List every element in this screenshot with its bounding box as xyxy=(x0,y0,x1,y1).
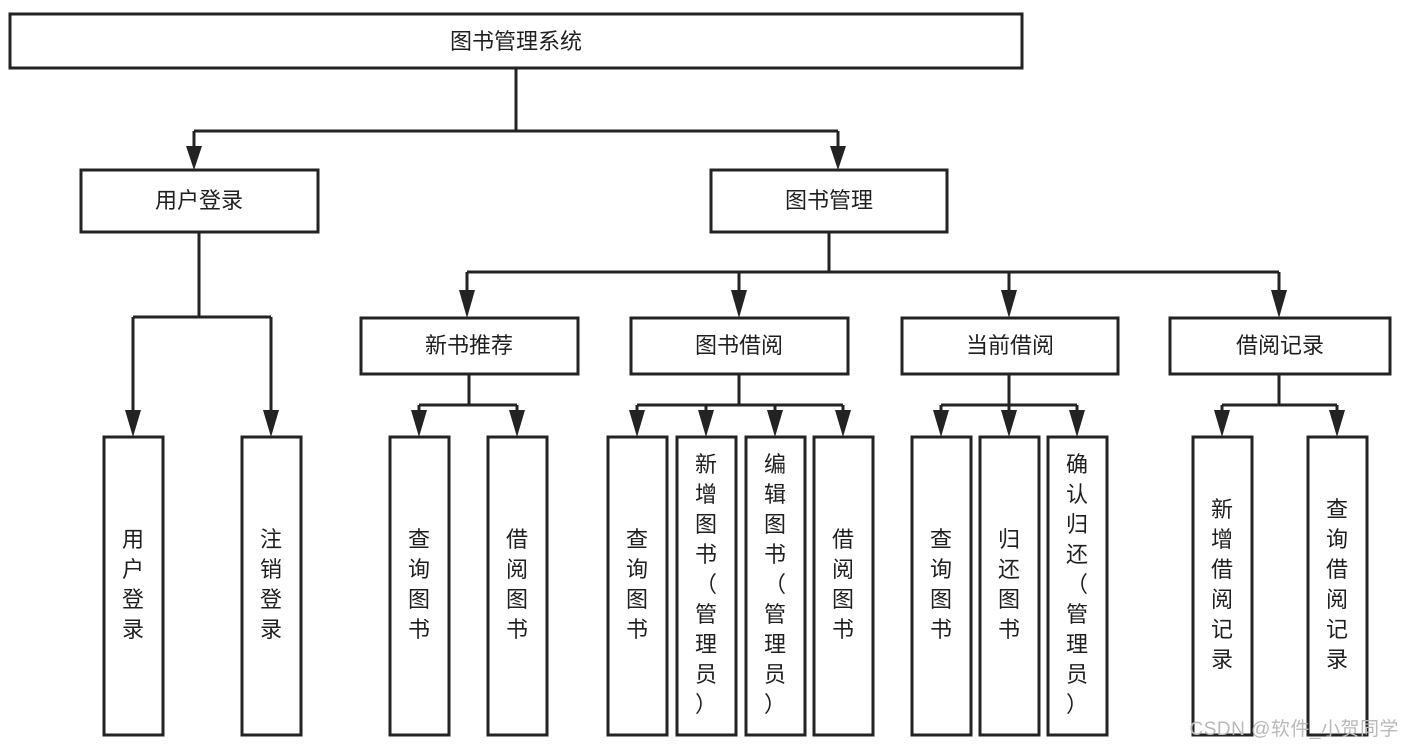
node-borrow-record-label: 借阅记录 xyxy=(1236,333,1324,358)
node-borrow-record[interactable]: 借阅记录 xyxy=(1168,316,1392,376)
node-leaf-query-book-1-label: 查询图书 xyxy=(408,527,430,642)
connector-bookborrow-to-leaves xyxy=(629,374,851,437)
node-new-book-recommend[interactable]: 新书推荐 xyxy=(359,316,580,376)
node-leaf-confirm-return-label: 确认归还（管理员） xyxy=(1066,452,1088,717)
node-book-management-label: 图书管理 xyxy=(785,188,873,213)
node-leaf-query-book-2-label: 查询图书 xyxy=(626,527,648,642)
node-leaf-user-login[interactable]: 用户登录 xyxy=(102,435,165,737)
node-book-borrow-label: 图书借阅 xyxy=(695,333,783,358)
node-user-login[interactable]: 用户登录 xyxy=(79,168,320,234)
connector-newbook-to-leaves xyxy=(411,374,525,437)
node-leaf-query-record-label: 查询借阅记录 xyxy=(1326,497,1348,672)
node-leaf-query-book-3-label: 查询图书 xyxy=(930,527,952,642)
node-leaf-edit-book[interactable]: 编辑图书（管理员） xyxy=(744,435,807,737)
connector-userlogin-to-leaves xyxy=(125,232,279,437)
node-leaf-add-record-label: 新增借阅记录 xyxy=(1211,497,1233,672)
node-current-borrow[interactable]: 当前借阅 xyxy=(900,316,1120,376)
node-leaf-return-book[interactable]: 归还图书 xyxy=(978,435,1041,737)
node-leaf-confirm-return[interactable]: 确认归还（管理员） xyxy=(1046,435,1109,737)
node-leaf-logout-login[interactable]: 注销登录 xyxy=(240,435,303,737)
node-root[interactable]: 图书管理系统 xyxy=(8,12,1024,70)
node-leaf-borrow-book-1[interactable]: 借阅图书 xyxy=(486,435,549,737)
node-book-management[interactable]: 图书管理 xyxy=(709,168,949,234)
node-book-borrow[interactable]: 图书借阅 xyxy=(629,316,850,376)
node-leaf-add-record[interactable]: 新增借阅记录 xyxy=(1191,435,1254,737)
connector-bookmgmt-to-level3 xyxy=(459,232,1287,318)
node-user-login-label: 用户登录 xyxy=(155,188,243,213)
node-current-borrow-label: 当前借阅 xyxy=(966,333,1054,358)
node-leaf-add-book-label: 新增图书（管理员） xyxy=(695,452,717,717)
node-leaf-add-book[interactable]: 新增图书（管理员） xyxy=(675,435,738,737)
node-leaf-query-book-2[interactable]: 查询图书 xyxy=(606,435,669,737)
node-leaf-borrow-book-1-label: 借阅图书 xyxy=(506,527,528,642)
node-leaf-logout-login-label: 注销登录 xyxy=(260,527,282,642)
node-root-label: 图书管理系统 xyxy=(450,29,582,54)
node-leaf-user-login-label: 用户登录 xyxy=(122,527,144,642)
node-leaf-borrow-book-2[interactable]: 借阅图书 xyxy=(812,435,875,737)
node-leaf-query-book-1[interactable]: 查询图书 xyxy=(388,435,451,737)
node-new-book-recommend-label: 新书推荐 xyxy=(425,333,513,358)
node-leaf-edit-book-label: 编辑图书（管理员） xyxy=(764,452,786,717)
connector-root-to-level2 xyxy=(186,68,846,170)
node-leaf-borrow-book-2-label: 借阅图书 xyxy=(832,527,854,642)
node-leaf-query-book-3[interactable]: 查询图书 xyxy=(910,435,973,737)
connector-borrowrecord-to-leaves xyxy=(1214,374,1345,437)
connector-currentborrow-to-leaves xyxy=(933,374,1085,437)
node-leaf-query-record[interactable]: 查询借阅记录 xyxy=(1306,435,1369,737)
node-leaf-return-book-label: 归还图书 xyxy=(998,527,1020,642)
